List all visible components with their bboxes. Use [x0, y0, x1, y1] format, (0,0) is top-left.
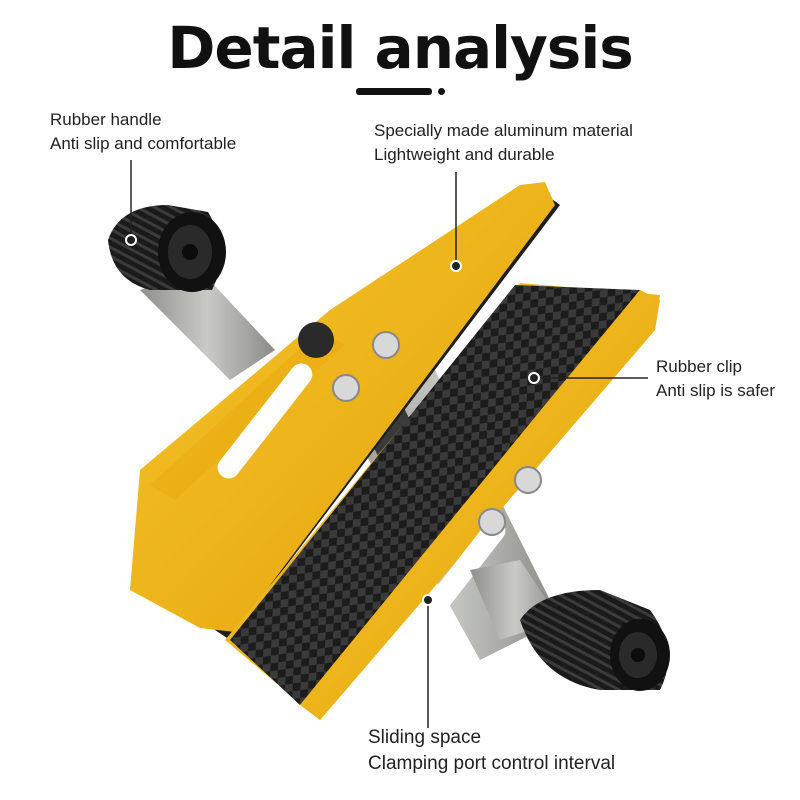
callout-line: Rubber clip — [656, 357, 742, 376]
slot-cutout-right — [404, 519, 506, 643]
callout-sliding-space: Sliding space Clamping port control inte… — [368, 725, 615, 777]
screw-icon — [332, 374, 360, 402]
callout-line: Specially made aluminum material — [374, 121, 633, 140]
rubber-handle-bottom — [470, 560, 670, 691]
callout-line: Anti slip and comfortable — [50, 134, 237, 153]
callout-line: Anti slip is safer — [656, 381, 776, 400]
title-underline-dot — [438, 88, 445, 95]
rubber-clip-pad — [225, 283, 660, 720]
rubber-handle-top — [108, 205, 226, 292]
slot-cutout-left — [217, 363, 313, 479]
callout-line: Clamping port control interval — [368, 753, 616, 774]
steel-arm-top — [140, 270, 275, 380]
callout-line: Sliding space — [368, 727, 482, 748]
callout-line: Rubber handle — [50, 110, 162, 129]
callout-rubber-handle: Rubber handle Anti slip and comfortable — [50, 108, 236, 156]
screw-icon — [478, 508, 506, 536]
title-underline — [356, 88, 432, 95]
screw-icon — [514, 466, 542, 494]
page-title: Detail analysis — [167, 14, 633, 82]
callout-aluminum: Specially made aluminum material Lightwe… — [374, 119, 633, 167]
callout-line: Lightweight and durable — [374, 145, 555, 164]
callout-rubber-clip: Rubber clip Anti slip is safer — [656, 355, 775, 403]
aluminum-jaw — [130, 182, 560, 640]
screw-icon — [372, 331, 400, 359]
callout-leaders — [125, 160, 648, 728]
